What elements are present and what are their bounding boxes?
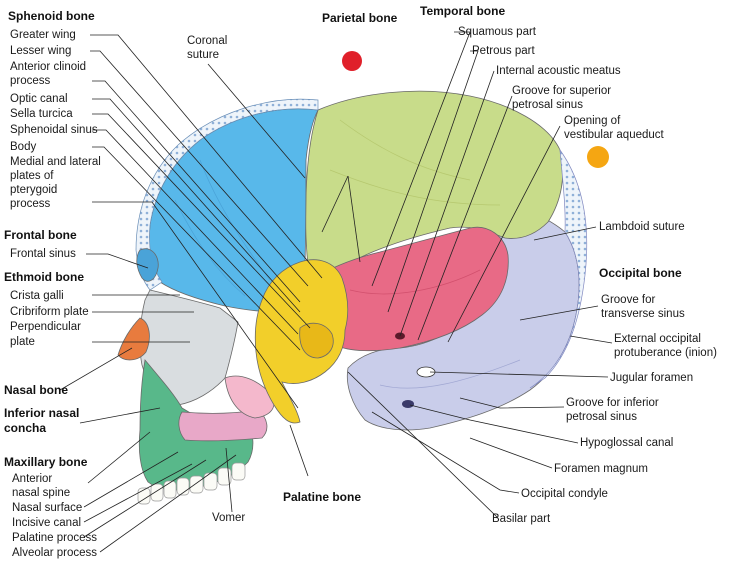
bones — [117, 90, 588, 491]
temporal-bone-heading: Temporal bone — [420, 4, 505, 18]
groove-superior-petrosal-label-2: petrosal sinus — [512, 99, 583, 111]
groove-inferior-petrosal-label-1: Groove for inferior — [566, 397, 659, 409]
occipital-condyle-label: Occipital condyle — [521, 488, 608, 500]
palatine-bone-heading: Palatine bone — [283, 490, 361, 504]
ethmoid-bone-heading: Ethmoid bone — [4, 270, 84, 284]
basilar-part-label: Basilar part — [492, 513, 551, 525]
nasal-surface-label: Nasal surface — [12, 502, 82, 514]
red-marker-dot — [342, 51, 362, 71]
palatine-bone-region — [178, 409, 268, 442]
sphenoid-bone-heading: Sphenoid bone — [8, 9, 95, 23]
occipital-bone-rim — [529, 148, 588, 389]
foramen-magnum-label: Foramen magnum — [554, 463, 648, 475]
labels: Sphenoid bone Greater wing Lesser wing A… — [4, 4, 717, 559]
sphenoidal-sinus-label: Sphenoidal sinus — [10, 124, 98, 136]
vomer-label: Vomer — [212, 512, 245, 524]
nasal-bone-region — [117, 317, 150, 361]
anterior-nasal-spine-label-2: nasal spine — [12, 487, 70, 499]
maxillary-bone-heading: Maxillary bone — [4, 455, 88, 469]
teeth — [137, 462, 246, 505]
hypoglossal-canal-label: Hypoglossal canal — [580, 437, 673, 449]
external-occipital-label-2: protuberance (inion) — [614, 347, 717, 359]
frontal-bone-heading: Frontal bone — [4, 228, 77, 242]
frontal-sinus-label: Frontal sinus — [10, 248, 76, 260]
squamous-part-label: Squamous part — [458, 26, 537, 38]
vomer-bone-region — [224, 375, 275, 419]
petrous-part-label: Petrous part — [472, 45, 535, 57]
vestibular-aqueduct-label-1: Opening of — [564, 115, 621, 127]
pterygoid-label-4: process — [10, 198, 51, 210]
alveolar-process-label: Alveolar process — [12, 547, 97, 559]
groove-inferior-petrosal-label-2: petrosal sinus — [566, 411, 637, 423]
anterior-clinoid-label-2: process — [10, 75, 51, 87]
hypoglossal-canal-mark — [402, 400, 414, 408]
occipital-bone-heading: Occipital bone — [599, 266, 682, 280]
frontal-bone-rim — [135, 98, 319, 291]
orange-marker-dot — [587, 146, 609, 168]
groove-transverse-label-2: transverse sinus — [601, 308, 685, 320]
parietal-bone-heading: Parietal bone — [322, 11, 398, 25]
groove-transverse-label-1: Groove for — [601, 294, 655, 306]
external-occipital-label-1: External occipital — [614, 333, 701, 345]
greater-wing-label: Greater wing — [10, 29, 76, 41]
nasal-bone-heading: Nasal bone — [4, 383, 68, 397]
palatine-process-label: Palatine process — [12, 532, 97, 544]
lambdoid-suture-label: Lambdoid suture — [599, 221, 685, 233]
inferior-nasal-concha-heading-1: Inferior nasal — [4, 406, 79, 420]
anterior-nasal-spine-label-1: Anterior — [12, 473, 52, 485]
perpendicular-plate-label-2: plate — [10, 336, 35, 348]
coronal-suture-label-2: suture — [187, 49, 219, 61]
perpendicular-plate-label-1: Perpendicular — [10, 321, 81, 333]
pterygoid-label-2: plates of — [10, 170, 54, 182]
anterior-clinoid-label-1: Anterior clinoid — [10, 61, 86, 73]
jugular-foramen-label: Jugular foramen — [610, 372, 693, 384]
sella-turcica-region — [299, 322, 334, 359]
incisive-canal-label: Incisive canal — [12, 517, 81, 529]
inferior-nasal-concha-heading-2: concha — [4, 421, 46, 435]
sella-turcica-label: Sella turcica — [10, 108, 73, 120]
crista-galli-label: Crista galli — [10, 290, 64, 302]
optic-canal-label: Optic canal — [10, 93, 68, 105]
vestibular-aqueduct-label-2: vestibular aqueduct — [564, 129, 665, 141]
body-label: Body — [10, 141, 36, 153]
leader-lines — [59, 31, 613, 553]
pterygoid-label-1: Medial and lateral — [10, 156, 101, 168]
internal-acoustic-meatus-label: Internal acoustic meatus — [496, 65, 621, 77]
frontal-sinus-region — [136, 248, 159, 282]
pterygoid-label-3: pterygoid — [10, 184, 57, 196]
coronal-suture-label-1: Coronal — [187, 35, 227, 47]
lesser-wing-label: Lesser wing — [10, 45, 71, 57]
cribriform-plate-label: Cribriform plate — [10, 306, 89, 318]
groove-superior-petrosal-label-1: Groove for superior — [512, 85, 611, 97]
